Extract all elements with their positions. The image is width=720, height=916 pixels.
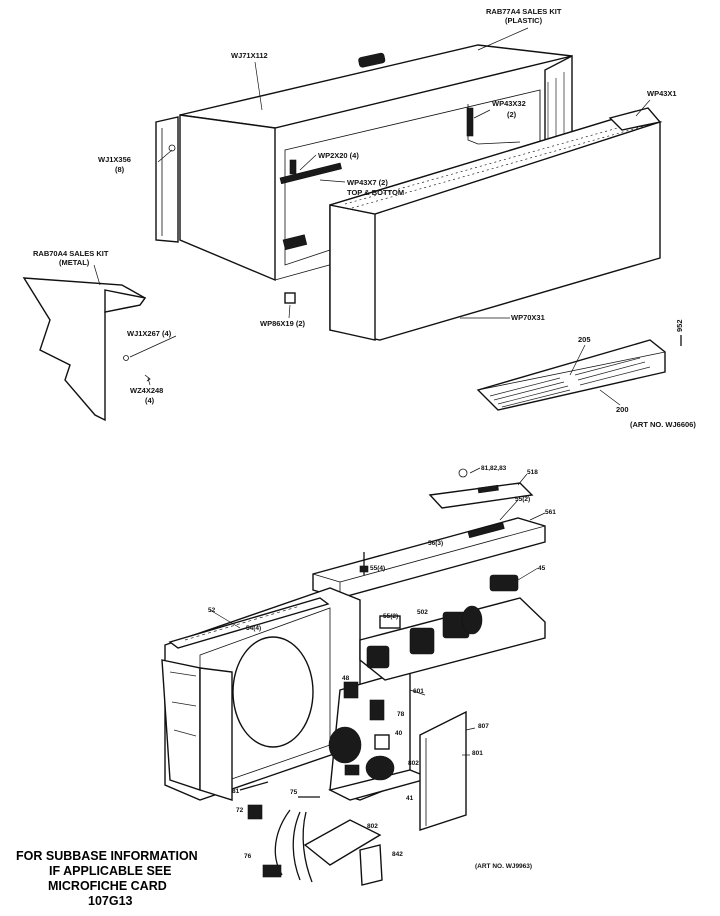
retaining-clip [284,292,296,304]
lower-part-labels: 81,82,83 518 55(2) 561 55(4) 56(3) 45 52… [208,465,556,870]
label-sales-kit-metal: RAB70A4 SALES KIT [33,249,109,258]
label-ref-205: 205 [578,335,591,344]
label-ref-g: 45 [538,565,546,572]
label-ref-l: 48 [342,675,350,682]
label-ref-y: 76 [244,853,252,860]
label-ref-r: 801 [472,750,483,757]
footnote-line-2: IF APPLICABLE SEE [49,864,171,878]
label-wj1x356-qty: (8) [115,165,125,174]
label-ref-200: 200 [616,405,629,414]
upper-part-labels: RAB77A4 SALES KIT (PLASTIC) WJ71X112 WP4… [33,7,696,429]
cabinet-wrapper [155,44,573,282]
label-ref-c: 55(2) [515,496,530,503]
label-wp43x7: WP43X7 (2) [347,178,388,187]
label-wp43x7-sub: TOP & BOTTOM [347,188,404,197]
label-ref-j: 55(2) [383,613,398,620]
label-ref-w: 802 [367,823,378,830]
label-ref-d: 561 [545,509,556,516]
label-ref-952: 952 [675,319,684,332]
label-wz4x248-qty: (4) [145,396,155,405]
subbase-footnote: FOR SUBBASE INFORMATION IF APPLICABLE SE… [16,849,198,908]
label-ref-k: 502 [417,609,428,616]
label-wz4x248: WZ4X248 [130,386,163,395]
footnote-line-4: 107G13 [88,894,133,908]
label-wj1x267: WJ1X267 (4) [127,329,172,338]
label-ref-i: 54(4) [246,625,261,632]
label-ref-s: 41 [406,795,414,802]
label-art-no-upper: (ART NO. WJ6606) [630,420,696,429]
label-ref-v: 72 [236,807,244,814]
label-ref-p: 802 [408,760,419,767]
front-panel [329,107,663,341]
label-ref-q: 807 [478,723,489,730]
leader-lines [93,27,651,756]
metal-sales-kit-panel [22,277,151,422]
label-ref-x: 842 [392,851,403,858]
footnote-line-3: MICROFICHE CARD [48,879,167,893]
label-sales-kit-plastic: RAB77A4 SALES KIT [486,7,562,16]
label-wrapper: WJ71X112 [231,51,268,60]
chassis-assembly [161,468,546,886]
label-wp70x31: WP70X31 [511,313,545,322]
label-ref-t: 81 [232,788,240,795]
label-ref-o: 40 [395,730,403,737]
label-ref-f: 56(3) [428,540,443,547]
label-ref-m: 601 [413,688,424,695]
label-sales-kit-plastic-sub: (PLASTIC) [505,16,543,25]
label-wp2x20: WP2X20 (4) [318,151,359,160]
label-wj1x356: WJ1X356 [98,155,131,164]
label-ref-h: 52 [208,607,216,614]
label-ref-a: 81,82,83 [481,465,507,472]
label-ref-e: 55(4) [370,565,385,572]
label-ref-b: 518 [527,469,538,476]
label-wp86x19: WP86X19 (2) [260,319,306,328]
label-wp43x32: WP43X32 [492,99,526,108]
label-art-no-lower: (ART NO. WJ9963) [475,863,532,870]
label-sales-kit-metal-sub: (METAL) [59,258,90,267]
label-wp43x1: WP43X1 [647,89,677,98]
filter-assembly [476,339,666,411]
label-ref-u: 75 [290,789,298,796]
footnote-line-1: FOR SUBBASE INFORMATION [16,849,198,863]
label-wp43x32-qty: (2) [507,110,517,119]
label-ref-n: 78 [397,711,405,718]
